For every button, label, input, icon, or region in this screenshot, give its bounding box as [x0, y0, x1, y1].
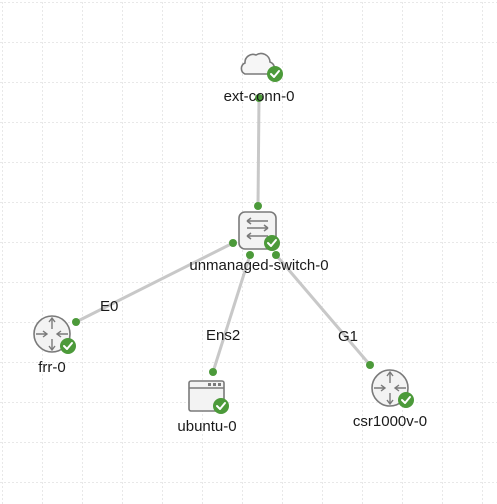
link-switch-frr[interactable] [75, 241, 234, 324]
port-dot[interactable] [246, 251, 254, 259]
port-dot[interactable] [209, 368, 217, 376]
port-dots [72, 94, 374, 376]
link-label-e0: E0 [100, 298, 118, 315]
check-icon [264, 235, 280, 251]
port-dot[interactable] [229, 239, 237, 247]
port-dot[interactable] [72, 318, 80, 326]
node-unmanaged-switch-0[interactable]: unmanaged-switch-0 [189, 211, 329, 274]
node-label: unmanaged-switch-0 [189, 257, 328, 274]
port-dot[interactable] [366, 361, 374, 369]
port-dot[interactable] [255, 94, 263, 102]
check-icon [213, 398, 229, 414]
node-label: ext-conn-0 [224, 88, 295, 105]
check-icon [398, 392, 414, 408]
cloud-icon [240, 52, 276, 75]
link-label-ens2: Ens2 [206, 327, 240, 344]
check-icon [60, 338, 76, 354]
check-icon [267, 66, 283, 82]
port-dot[interactable] [254, 202, 262, 210]
link-switch-ubuntu[interactable] [211, 254, 252, 373]
node-label: csr1000v-0 [353, 413, 427, 430]
link-switch-csr[interactable] [274, 254, 372, 366]
node-csr1000v-0[interactable]: csr1000v-0 [353, 369, 427, 430]
port-dot[interactable] [272, 251, 280, 259]
node-label: frr-0 [38, 359, 66, 376]
node-ext-conn-0[interactable]: ext-conn-0 [224, 52, 295, 105]
node-label: ubuntu-0 [177, 418, 236, 435]
link-ext-conn-switch[interactable] [256, 96, 261, 208]
node-frr-0[interactable]: frr-0 [33, 315, 76, 376]
node-ubuntu-0[interactable]: ubuntu-0 [177, 380, 237, 435]
link-label-g1: G1 [338, 328, 358, 345]
links-layer [75, 96, 372, 373]
